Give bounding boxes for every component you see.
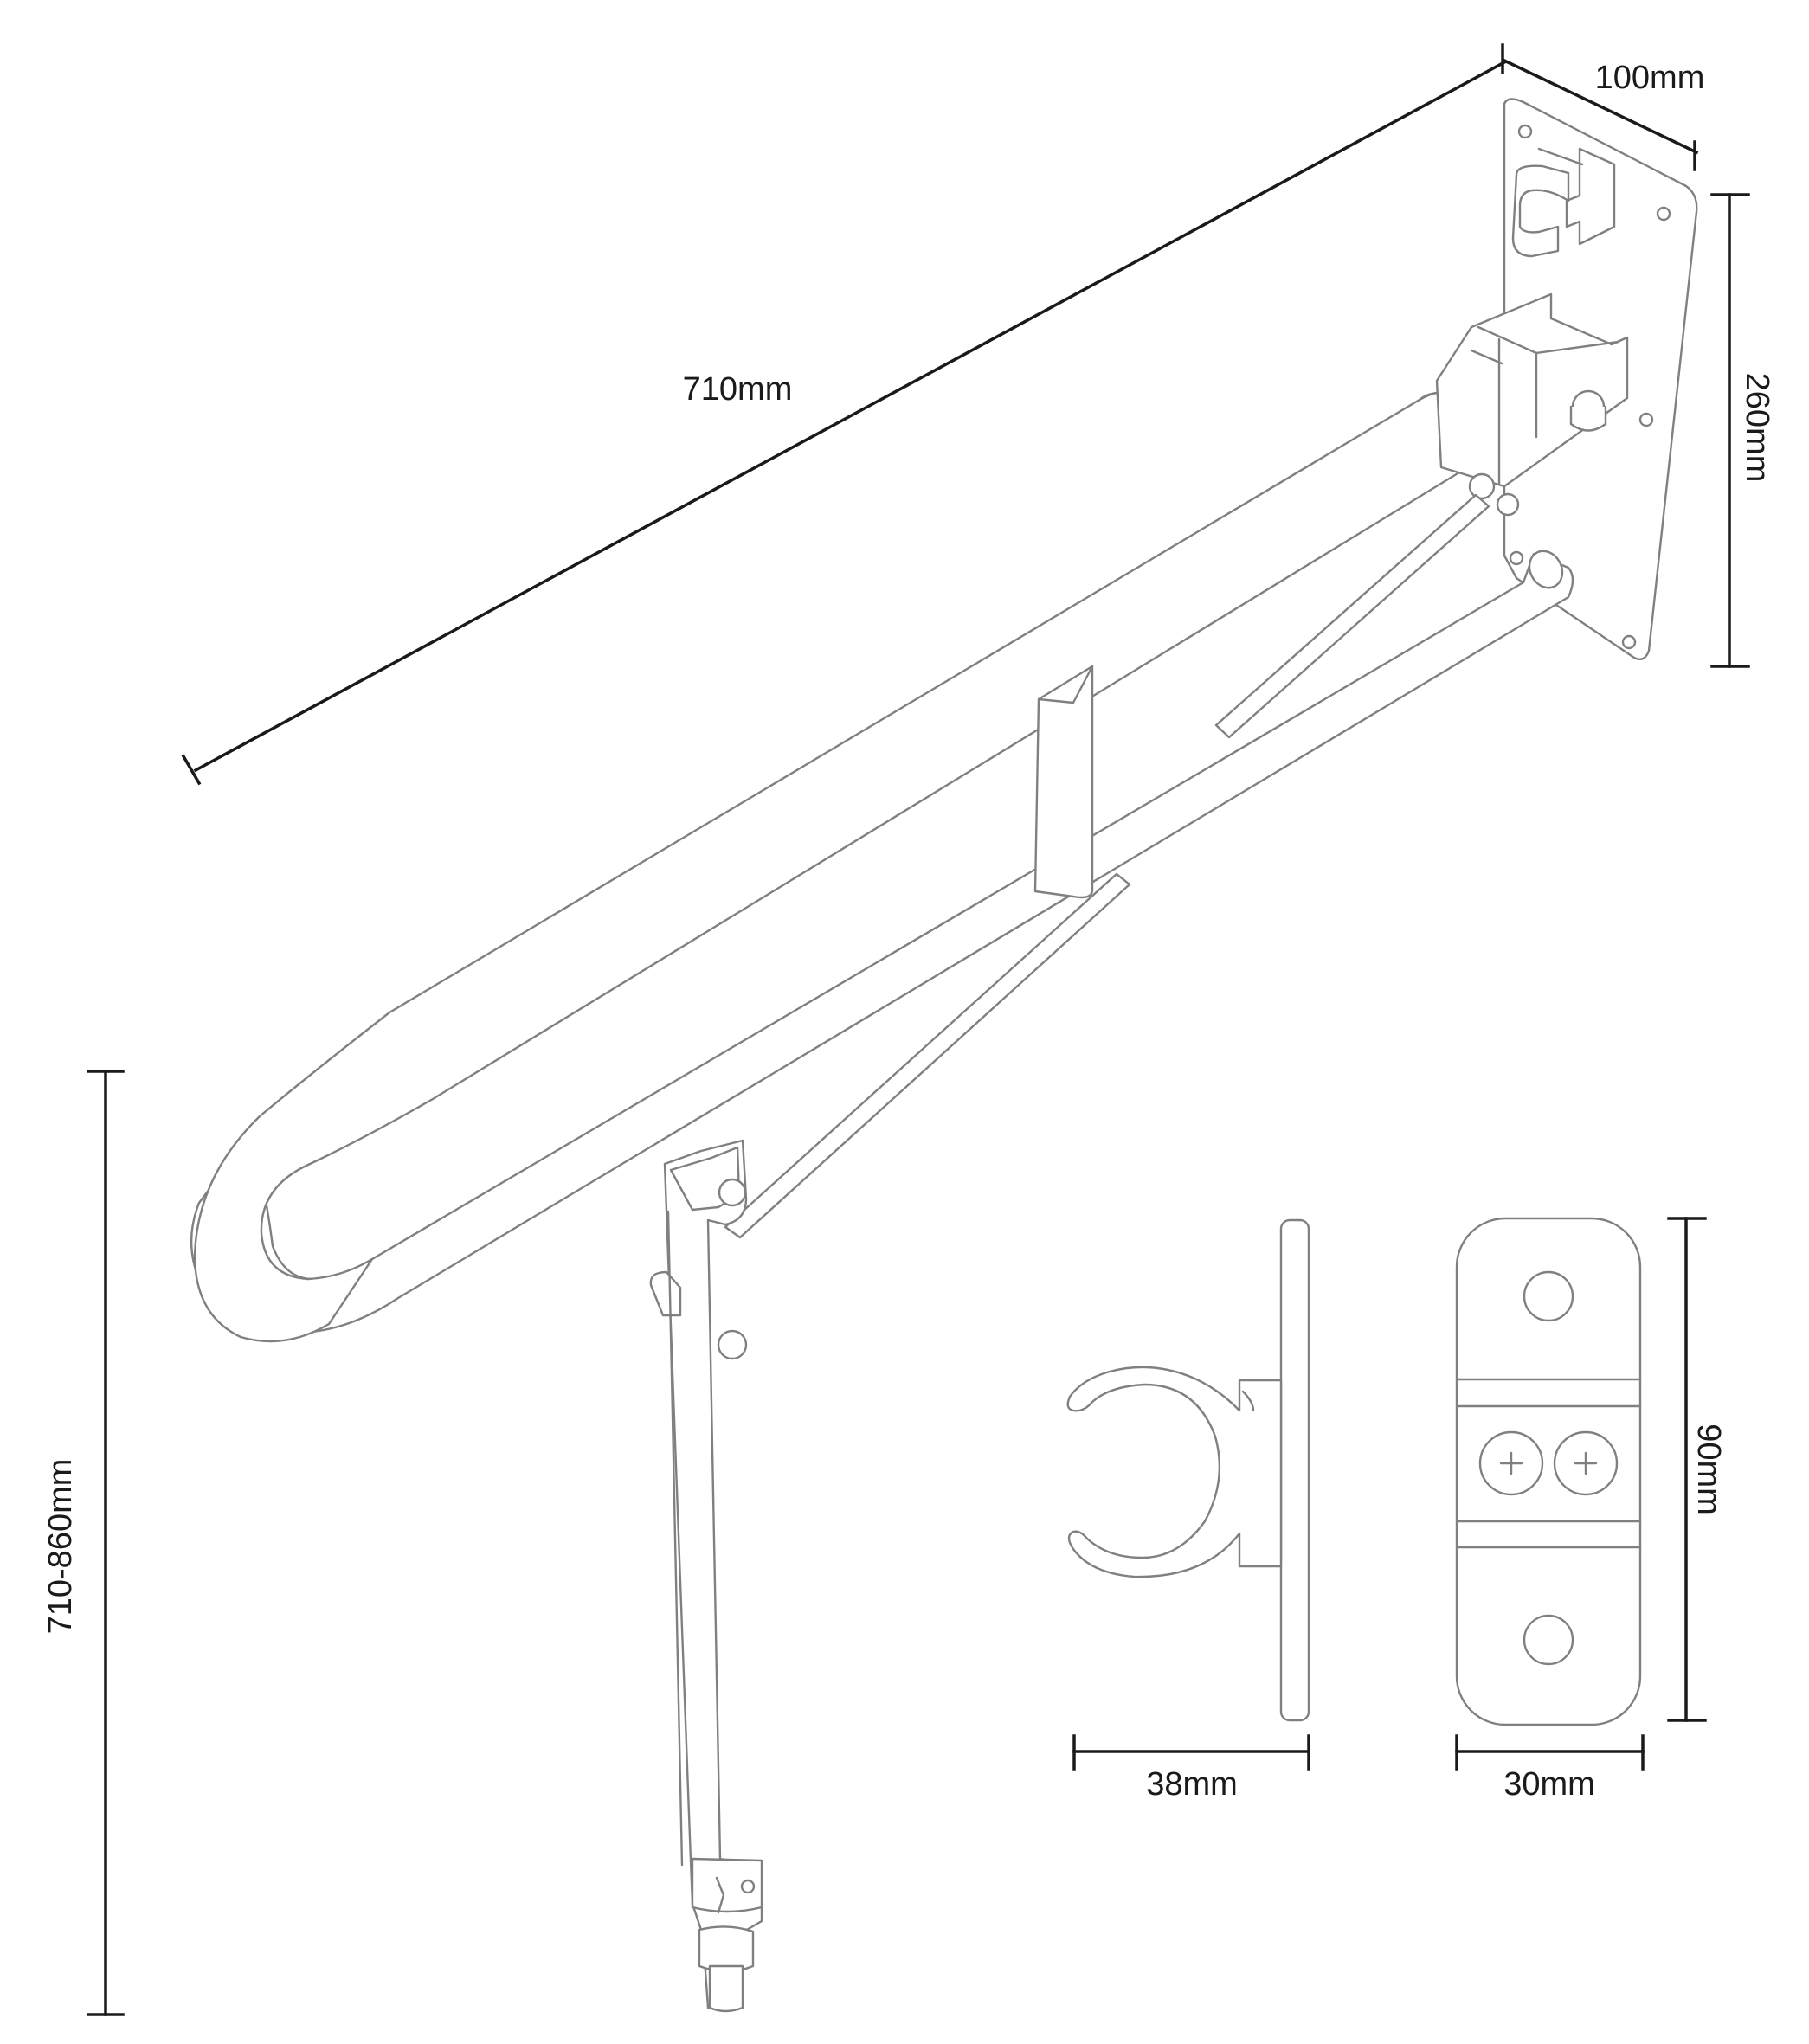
label-length: 710mm: [683, 371, 793, 408]
dimension-line-clip-width: [1072, 1734, 1310, 1771]
label-bracket-width: 30mm: [1503, 1766, 1595, 1803]
bracket-detail: [1455, 1217, 1642, 1726]
upper-rail: [193, 390, 1493, 1343]
label-bracket-height: 90mm: [1690, 1424, 1727, 1515]
brace: [724, 493, 1490, 1239]
label-depth: 100mm: [1595, 60, 1705, 96]
dimension-line-depth: [1502, 58, 1699, 171]
dimension-line-leg-height: [87, 1070, 125, 2016]
hinge-block: [1435, 292, 1629, 517]
folding-leg: [649, 1139, 763, 2013]
dimension-line-plate-height: [1710, 193, 1750, 668]
dimension-line-bracket-height: [1667, 1217, 1707, 1722]
label-plate-height: 260mm: [1739, 373, 1775, 483]
lower-rail: [190, 550, 1574, 1334]
upper-clip-holder: [1511, 147, 1616, 258]
dimension-line-bracket-width: [1455, 1734, 1645, 1771]
dimension-line-length: [181, 43, 1507, 786]
support-post: [1033, 665, 1094, 899]
label-leg-height: 710-860mm: [42, 1459, 79, 1635]
clip-detail: [1066, 1218, 1310, 1722]
label-clip-width: 38mm: [1146, 1766, 1238, 1803]
